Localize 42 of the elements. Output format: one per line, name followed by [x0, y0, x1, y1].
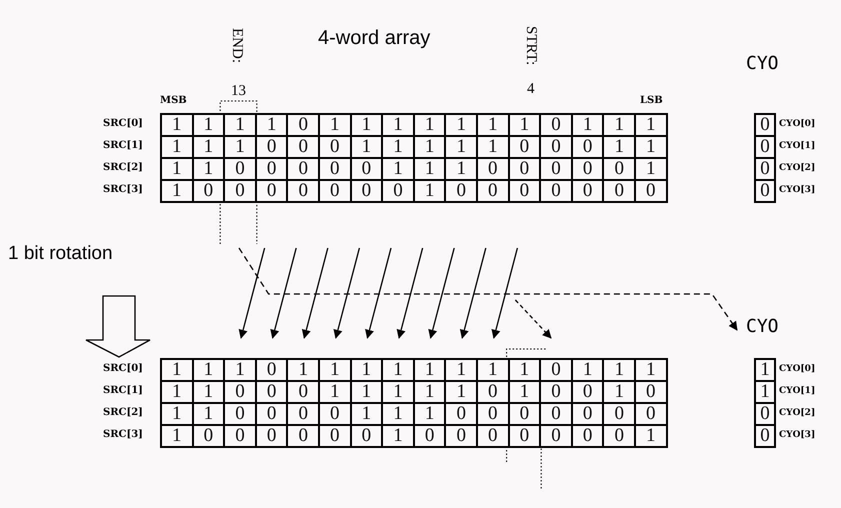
carry-cell: 0 [754, 402, 776, 426]
bit-cell: 1 [634, 424, 668, 448]
carry-heading: CYO [746, 318, 779, 336]
carry-row-label: CYO[3] [779, 431, 816, 440]
carry-row-label: CYO[2] [779, 409, 816, 418]
carry-row-label: CYO[3] [779, 186, 816, 195]
row-label: SRC[1] [103, 386, 143, 396]
lsb-label: LSB [640, 96, 663, 106]
msb-label: MSB [160, 96, 187, 106]
bit-cell: 1 [160, 424, 194, 448]
carry-row-label: CYO[2] [779, 164, 816, 173]
carry-cell: 0 [754, 424, 776, 448]
row-label: SRC[2] [103, 408, 143, 418]
carry-cell: 1 [754, 358, 776, 382]
bit-cell: 0 [476, 424, 510, 448]
row-label: SRC[2] [103, 163, 143, 173]
carry-cell: 0 [754, 135, 776, 159]
row-label: SRC[0] [103, 364, 143, 374]
bit-cell: 1 [160, 179, 194, 203]
bit-cell: 1 [634, 113, 668, 137]
end-value: 13 [231, 84, 246, 99]
row-label: SRC[1] [103, 141, 143, 151]
row-label: SRC[3] [103, 430, 143, 440]
annotation-text: 1 bit rotation [8, 244, 113, 263]
row-label: SRC[0] [103, 119, 143, 129]
carry-cell: 0 [754, 157, 776, 181]
carry-row-label: CYO[1] [779, 387, 816, 396]
carry-row-label: CYO[1] [779, 142, 816, 151]
end-label: END: [229, 28, 244, 63]
diagram-title: 4-word array [318, 28, 430, 48]
bit-cell: 0 [254, 179, 288, 203]
bit-cell: 1 [634, 358, 668, 382]
row-label: SRC[3] [103, 185, 143, 195]
bit-cell: 0 [634, 179, 668, 203]
carry-cell: 1 [754, 380, 776, 404]
start-value: 4 [527, 82, 534, 97]
carry-row-label: CYO[0] [779, 120, 816, 129]
carry-cell: 0 [754, 179, 776, 203]
carry-heading: CYO [746, 55, 779, 73]
carry-row-label: CYO[0] [779, 365, 816, 374]
carry-cell: 0 [754, 113, 776, 137]
start-label: STRT: [523, 26, 538, 66]
